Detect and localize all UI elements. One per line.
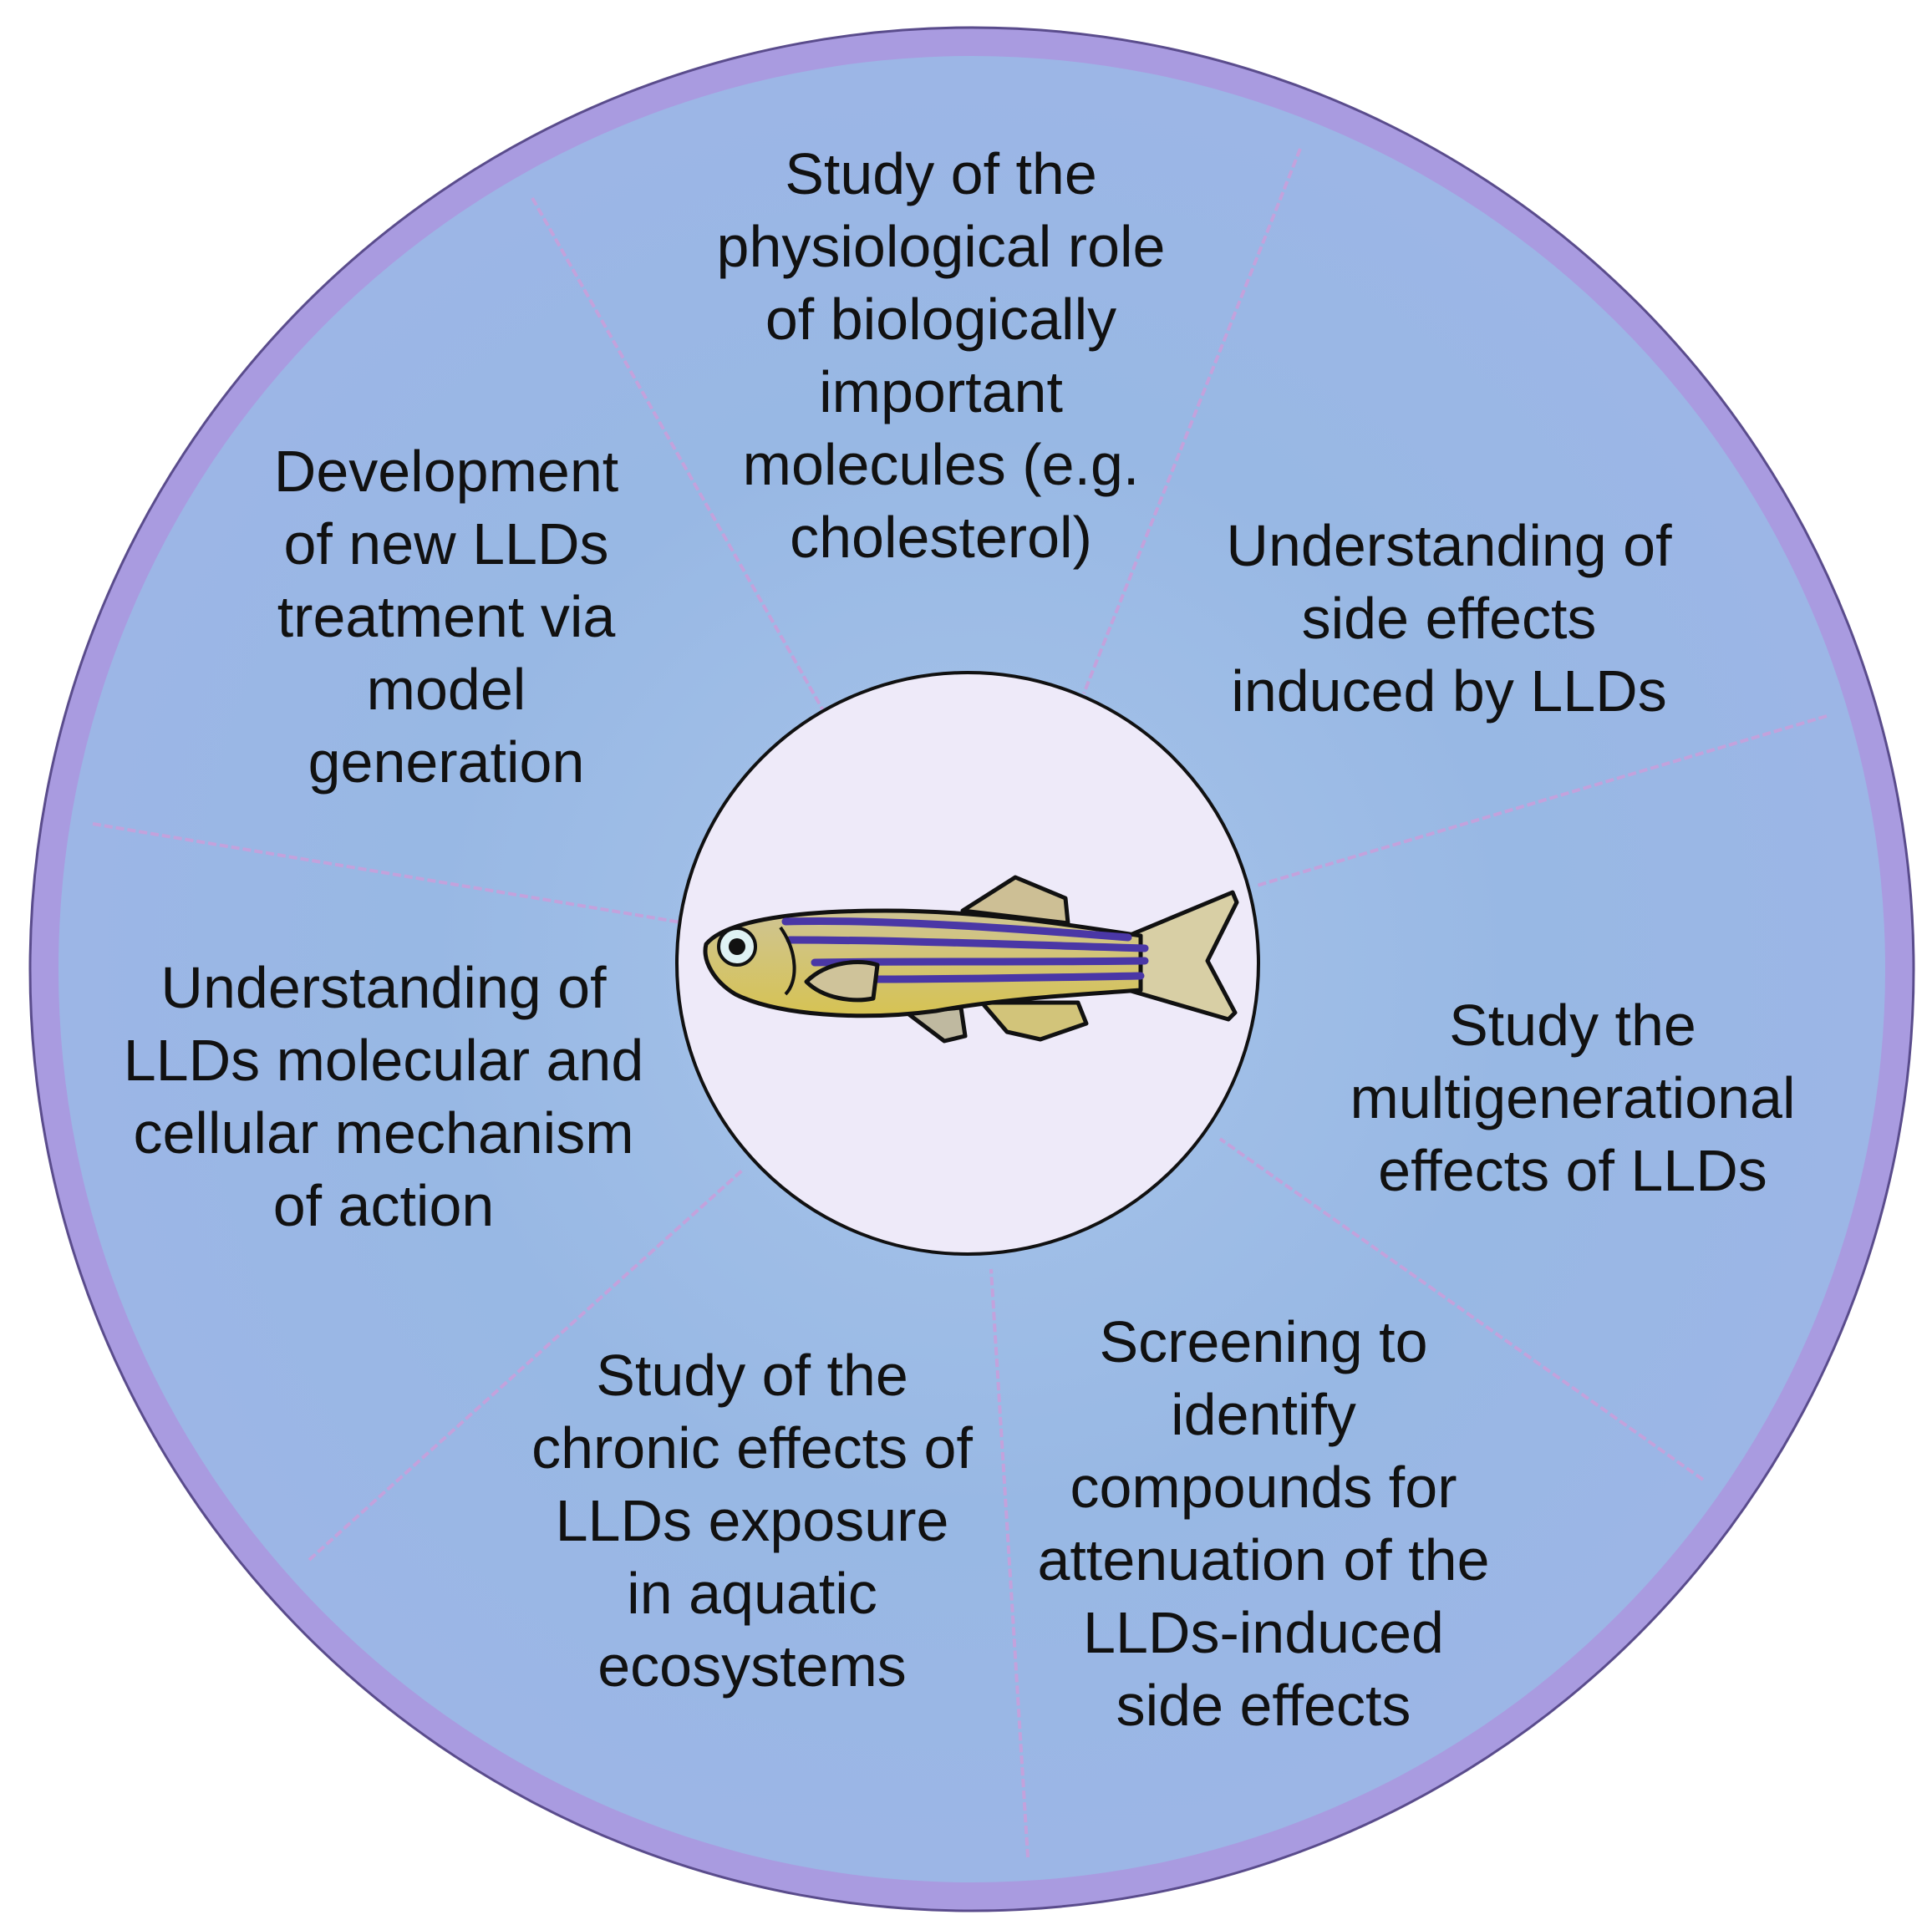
section-screening: Screening to identify compounds for attenua… [1038,1309,1490,1738]
section-label-line: chronic effects of [531,1415,973,1481]
section-label-line: side effects [1302,586,1597,651]
section-new-treatment: Development of new LLDs treatment via model… [274,439,618,795]
section-label-line: identify [1171,1382,1356,1447]
section-label-line: Study of the [596,1343,908,1408]
section-label-line: compounds for [1070,1455,1457,1520]
section-label-line: induced by LLDs [1231,658,1666,724]
divider-line [1256,714,1828,887]
section-label-line: generation [308,729,585,795]
section-label-line: multigenerational [1350,1065,1795,1130]
section-chronic-effects: Study of the chronic effects of LLDs expos… [531,1343,973,1699]
section-mechanism: Understanding of LLDs molecular and cellul… [124,955,644,1238]
section-label-line: LLDs-induced [1083,1600,1444,1665]
section-label-line: Understanding of [1226,513,1672,578]
section-label-line: cholesterol) [790,505,1092,570]
section-multigenerational: Study the multigenerational effects of LLD… [1350,993,1795,1203]
divider-line [531,197,826,713]
section-label-line: model [367,657,526,722]
section-label-line: important [819,359,1063,424]
section-label-line: molecules (e.g. [743,432,1140,497]
section-label-line: of new LLDs [283,511,608,576]
section-label-line: effects of LLDs [1378,1138,1767,1203]
divider-line [989,1268,1030,1858]
section-label-line: treatment via [277,584,616,649]
section-label-line: of action [273,1173,495,1238]
divider-line [1218,1137,1705,1481]
section-label-line: physiological role [717,214,1166,279]
section-label-line: Understanding of [160,955,607,1020]
section-label-line: Study of the [785,141,1097,206]
section-label-line: cellular mechanism [133,1100,633,1166]
divider-line [92,822,682,924]
section-labels: Study of the physiological role of biologi… [124,141,1796,1738]
segment-dividers [92,148,1828,1858]
section-label-line: side effects [1116,1673,1411,1738]
section-label-line: LLDs molecular and [124,1028,644,1093]
section-label-line: Development [274,439,618,504]
divider-line [308,1168,745,1562]
section-label-line: LLDs exposure [556,1488,949,1553]
section-side-effects: Understanding of side effects induced by L… [1226,513,1672,724]
section-label-line: ecosystems [597,1633,907,1699]
section-physiological-role: Study of the physiological role of biologi… [717,141,1166,570]
section-label-line: attenuation of the [1038,1527,1490,1592]
section-label-line: Study the [1449,993,1696,1058]
divider-line [1082,148,1302,694]
section-label-line: Screening to [1099,1309,1427,1374]
section-label-line: in aquatic [627,1561,877,1626]
zebrafish-icon [703,875,1239,1044]
section-label-line: of biologically [765,287,1116,352]
